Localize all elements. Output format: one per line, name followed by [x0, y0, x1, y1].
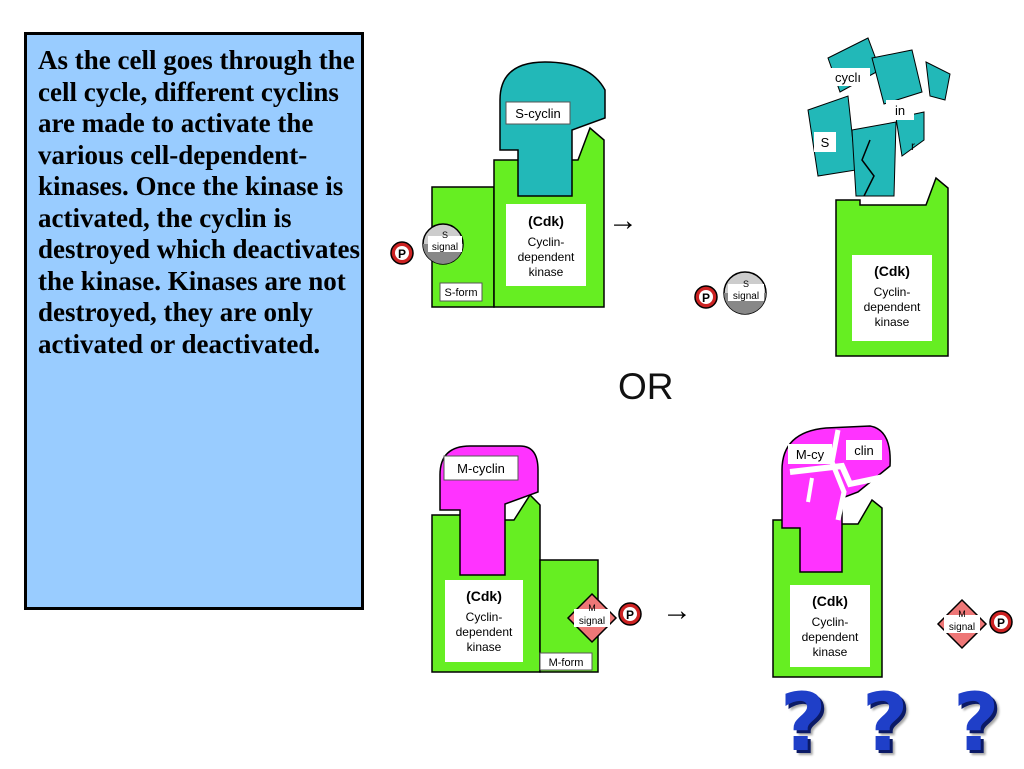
kinase-label-line1: Cyclin-	[528, 235, 565, 249]
cdk-label-3: (Cdk)	[466, 588, 502, 604]
kinase-label-line1-2: Cyclin-	[874, 285, 911, 299]
question-mark-icon-2: ?	[862, 676, 909, 769]
released-s-signal-label-box	[728, 284, 764, 301]
kinase-label-line3: kinase	[529, 265, 564, 279]
fragment-label-3: S	[821, 135, 830, 150]
kinase-label-line3-3: kinase	[467, 640, 502, 654]
released-m-signal-top: M	[958, 609, 966, 619]
arrow-icon-bottom: →	[662, 594, 692, 627]
s-cyclin-fragment-5	[851, 121, 897, 197]
m-fragment-label-box-2	[846, 440, 882, 460]
s-cyclin-crack	[861, 139, 875, 197]
s-form-label-box	[439, 282, 483, 302]
explanation-text-box: As the cell goes through the cell cycle,…	[24, 32, 364, 610]
kinase-label-line2-2: dependent	[864, 300, 921, 314]
kinase-label-box-4	[790, 585, 870, 667]
s-signal-top: S	[442, 230, 448, 240]
m-cyclin-destroyed-group: (Cdk) Cyclin- dependent kinase M-cy clin	[772, 425, 891, 678]
released-m-signal-label-box	[944, 615, 980, 633]
kinase-label-line2: dependent	[518, 250, 575, 264]
released-m-signal-word: signal	[949, 622, 975, 633]
kinase-label-line3-2: kinase	[875, 315, 910, 329]
s-cyclin-label-box	[505, 101, 571, 125]
s-cyclin-fragment-6	[895, 111, 925, 157]
cdk-label-4: (Cdk)	[812, 593, 848, 609]
m-fragment-label-box-1	[788, 444, 832, 464]
m-form-label: M-form	[549, 657, 584, 669]
m-fragment-label-2: clin	[854, 443, 874, 458]
released-m-signal-group: M signal P	[936, 598, 1013, 650]
m-form-label-box	[539, 652, 593, 671]
m-cyclin-bound-group: (Cdk) Cyclin- dependent kinase M-form M-…	[431, 445, 642, 673]
m-cyclin-crack-1	[789, 462, 889, 488]
or-label: OR	[618, 366, 674, 407]
question-mark-icon-3: ?	[953, 676, 1000, 769]
fragment-label-2: in	[895, 103, 905, 118]
s-cyclin-fragment-3	[925, 61, 951, 101]
fragment-label-1: cyclı	[835, 70, 861, 85]
kinase-label-box	[506, 204, 586, 286]
released-phosphate-inner	[699, 290, 713, 304]
released-s-signal-group: S signal P	[694, 271, 767, 315]
m-signal-top: M	[588, 603, 596, 613]
arrow-icon-top: →	[608, 204, 638, 237]
m-phosphate-inner	[623, 607, 637, 621]
m-cyclin-label-box	[443, 455, 519, 481]
phosphate-inner	[395, 246, 409, 260]
cdk-label: (Cdk)	[528, 213, 564, 229]
released-s-signal-word: signal	[733, 291, 759, 302]
fragment-label-4: r	[911, 139, 915, 153]
m-cyclin-crack-3	[806, 477, 814, 503]
kinase-label-line1-3: Cyclin-	[466, 610, 503, 624]
s-cyclin-bound-group: S-form (Cdk) Cyclin- dependent kinase S-…	[390, 61, 606, 308]
kinase-label-line2-4: dependent	[802, 630, 859, 644]
m-fragment-label-1: M-cy	[796, 447, 825, 462]
phosphate-label: P	[398, 247, 406, 261]
fragment-label-box-1	[826, 68, 870, 86]
s-signal-word: signal	[432, 242, 458, 253]
cdk-label-2: (Cdk)	[874, 263, 910, 279]
s-form-label: S-form	[445, 287, 478, 299]
kinase-label-box-3	[445, 580, 523, 662]
s-cyclin-label: S-cyclin	[515, 106, 561, 121]
released-m-phosphate-inner	[994, 615, 1008, 629]
s-cyclin-destroyed-group: (Cdk) Cyclin- dependent kinase cyclı in …	[807, 37, 951, 357]
kinase-label-box-2	[852, 255, 932, 341]
kinase-label-line3-4: kinase	[813, 645, 848, 659]
m-cyclin-label: M-cyclin	[457, 461, 505, 476]
kinase-label-line2-3: dependent	[456, 625, 513, 639]
kinase-label-line1-4: Cyclin-	[812, 615, 849, 629]
fragment-label-box-3	[814, 132, 836, 152]
m-signal-label-box	[574, 609, 610, 627]
s-cyclin-shape	[499, 61, 606, 197]
m-phosphate-label: P	[626, 608, 634, 622]
released-m-phosphate-label: P	[997, 616, 1005, 630]
released-s-signal-top: S	[743, 279, 749, 289]
released-phosphate-label: P	[702, 291, 710, 305]
m-signal-word: signal	[579, 616, 605, 627]
explanation-text: As the cell goes through the cell cycle,…	[38, 45, 360, 359]
s-signal-label-box	[428, 236, 462, 252]
s-cyclin-fragment-2	[871, 49, 923, 105]
fragment-label-box-2	[886, 100, 914, 120]
m-cyclin-crack-2	[829, 429, 847, 521]
question-mark-icon-1: ?	[780, 676, 827, 769]
